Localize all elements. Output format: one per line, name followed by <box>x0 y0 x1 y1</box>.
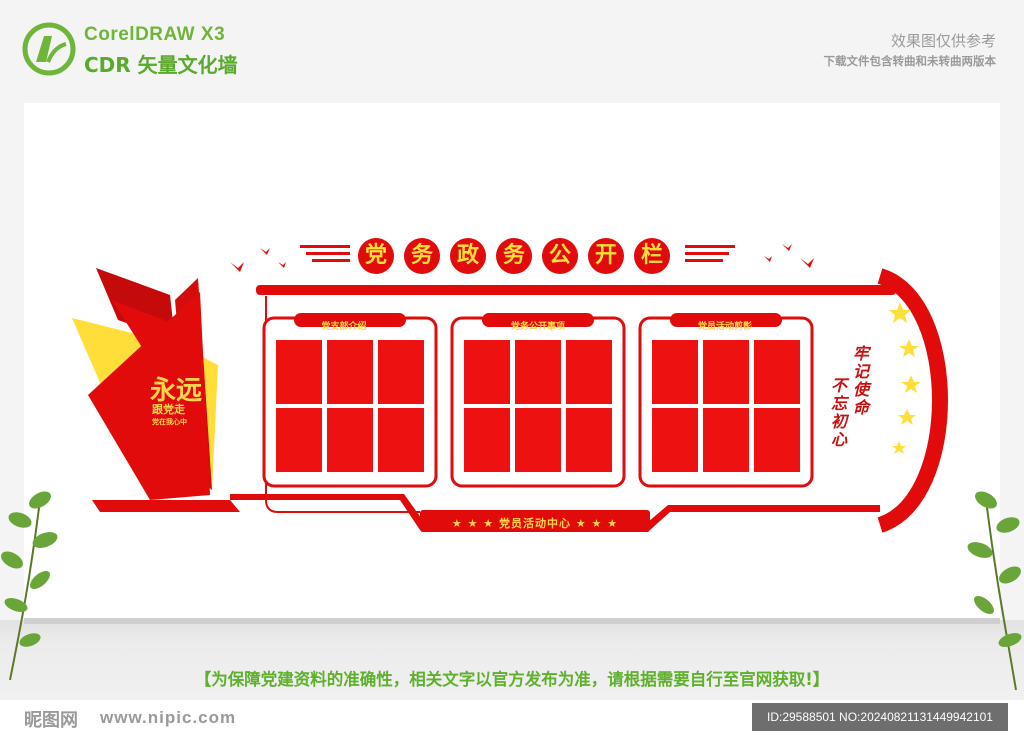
photo-slot <box>515 408 561 472</box>
title-char: 政 <box>450 238 486 274</box>
photo-slot <box>754 408 800 472</box>
disclaimer-text: 【为保障党建资料的准确性，相关文字以官方发布为准，请根据需要自行至官网获取!】 <box>194 670 830 689</box>
brand-subtitle: CDR 矢量文化墙 <box>84 53 238 77</box>
image-id-badge: ID:29588501 NO:20240821131449942101 <box>752 703 1008 731</box>
photo-slot <box>566 340 612 404</box>
flag-slogan-follow-party: 跟党走 党在我心中 <box>152 404 187 428</box>
photo-slot <box>276 340 322 404</box>
activity-center-label: ★ ★ ★ 党员活动中心 ★ ★ ★ <box>451 517 619 530</box>
panel-label-tab <box>294 313 406 327</box>
photo-slot <box>652 340 698 404</box>
title-char: 党 <box>358 238 394 274</box>
photo-slot <box>652 408 698 472</box>
panel-label-activity-photos: 党员活动剪影 <box>697 322 752 332</box>
brand-title: CorelDRAW X3 <box>84 24 226 45</box>
site-logo: 昵图网 <box>24 710 78 731</box>
photo-slot <box>566 408 612 472</box>
flag-slogan-secondary: 跟党走 <box>152 403 185 416</box>
title-char: 开 <box>588 238 624 274</box>
photo-slot <box>754 340 800 404</box>
photo-slot <box>703 408 749 472</box>
flag-slogan-small: 党在我心中 <box>152 418 187 426</box>
photo-slot <box>327 340 373 404</box>
panel-label-branch-intro: 党支部介绍 <box>321 322 367 332</box>
plant-right-icon <box>967 491 1022 690</box>
title-char: 栏 <box>634 238 670 274</box>
plant-left-icon <box>1 491 58 680</box>
photo-slot <box>515 340 561 404</box>
panel-label-tab <box>670 313 782 327</box>
flag-decoration <box>72 268 240 512</box>
photo-slot <box>378 408 424 472</box>
title-char: 公 <box>542 238 578 274</box>
site-url-link[interactable]: www.nipic.com <box>100 708 237 727</box>
title-char: 务 <box>404 238 440 274</box>
coreldraw-logo-icon <box>22 22 76 76</box>
slogan-remember-mission: 牢记使命 <box>853 344 870 417</box>
photo-slot <box>464 340 510 404</box>
notice-title: 效果图仅供参考 <box>890 32 996 50</box>
panel-label-tab <box>482 313 594 327</box>
notice-subtitle: 下载文件包含转曲和未转曲两版本 <box>823 54 997 68</box>
photo-slot <box>327 408 373 472</box>
photo-slot <box>378 340 424 404</box>
wall-baseboard <box>24 618 1000 624</box>
photo-slot <box>703 340 749 404</box>
panel-label-public-affairs: 党务公开事项 <box>510 322 565 332</box>
photo-slot <box>276 408 322 472</box>
slogan-stay-true: 不忘初心 <box>831 376 848 449</box>
flag-slogan-forever: 永远 <box>150 376 203 406</box>
photo-slot <box>464 408 510 472</box>
title-char: 务 <box>496 238 532 274</box>
